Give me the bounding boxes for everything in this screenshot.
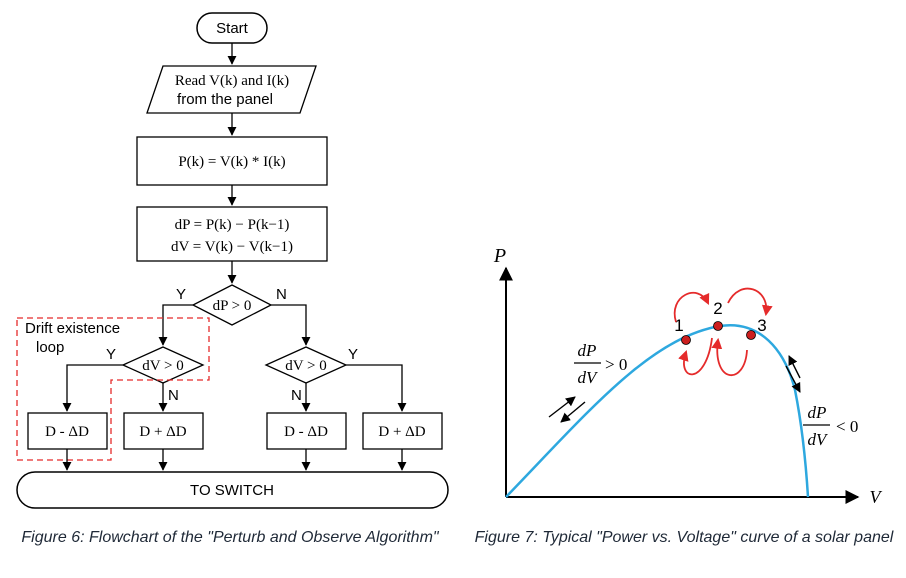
caption-fig7: Figure 7: Typical "Power vs. Voltage" cu… [474,529,894,546]
dv-left-yes-label: Y [106,346,116,363]
point-1-label: 1 [674,316,683,335]
to-switch-terminal [16,471,449,509]
read-line-2: from the panel [177,91,273,108]
dp-no-label: N [276,286,287,303]
power-curve [505,323,810,498]
dv-right-no-label: N [291,387,302,404]
point-2-marker [713,321,723,331]
slope-pos-sign: > 0 [605,355,627,374]
point-3-marker [746,330,756,340]
caption-fig6: Figure 6: Flowchart of the "Perturb and … [21,529,439,546]
diff-calc-box [136,206,328,262]
dv-left-no-label: N [168,387,179,404]
slope-pos-num: dP [578,341,597,360]
power-equation: P(k) = V(k) * I(k) [178,154,285,170]
perturb-arrow-top-left [673,292,710,323]
perturb-arrow-top-right [727,287,773,317]
to-switch-label: TO SWITCH [190,482,274,499]
pv-curve-plot: P V dP dV > 0 dP dV < 0 1 2 3 [493,245,883,507]
drift-label-2: loop [36,339,64,356]
slope-neg-sign: < 0 [836,417,858,436]
action-box-3-label: D - ΔD [284,424,328,440]
diff-equation-1: dP = P(k) − P(k−1) [175,217,290,233]
decision-dv-left-label: dV > 0 [142,358,184,374]
decision-dp [191,284,273,326]
perturb-arrow-bottom-right [711,337,748,377]
read-line-1: Read V(k) and I(k) [175,73,289,89]
drift-loop-outline [16,317,210,461]
action-box-1-label: D - ΔD [45,424,89,440]
slope-neg-num: dP [808,403,827,422]
slope-pos-den: dV [578,368,600,387]
slope-neg-den: dV [808,430,830,449]
dv-right-yes-label: Y [348,346,358,363]
point-1-marker [681,335,691,345]
diff-equation-2: dV = V(k) − V(k−1) [171,239,293,255]
read-input-box [146,65,317,114]
power-calc-box [136,136,328,186]
decision-dp-label: dP > 0 [213,298,252,314]
point-2-label: 2 [713,299,722,318]
decision-dv-right-label: dV > 0 [285,358,327,374]
x-axis-label: V [870,487,883,507]
start-label: Start [216,20,249,37]
action-box-3 [266,412,347,450]
drift-label-1: Drift existence [25,320,120,337]
action-box-4-label: D + ΔD [378,424,425,440]
perturb-arrow-bottom-left [678,337,713,376]
dp-yes-label: Y [176,286,186,303]
action-box-2-label: D + ΔD [139,424,186,440]
flowchart: Start Read V(k) and I(k) from the panel … [16,12,449,509]
point-3-label: 3 [757,316,766,335]
y-axis-label: P [493,245,506,267]
